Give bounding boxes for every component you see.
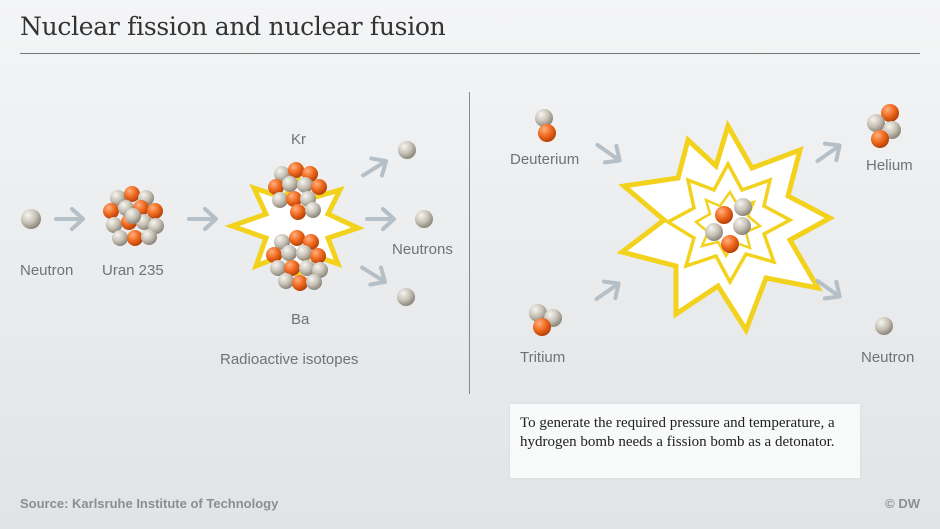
released-neutron — [397, 288, 415, 306]
title-rule — [20, 53, 920, 54]
neutrons-label: Neutrons — [392, 241, 453, 258]
neutron-label: Neutron — [20, 262, 74, 279]
page-title: Nuclear fission and nuclear fusion — [20, 12, 446, 41]
arrow-icon — [809, 135, 848, 172]
released-neutron — [875, 317, 893, 335]
helium-nucleus — [867, 104, 901, 148]
arrow-icon — [365, 207, 396, 231]
barium-label: Ba — [291, 311, 310, 328]
fusion-burst-mid-icon — [664, 160, 794, 286]
fusion-burst-outer-icon — [616, 119, 836, 336]
arrow-icon — [187, 207, 218, 231]
arrow-icon — [355, 150, 394, 186]
barium-nucleus — [266, 230, 328, 291]
helium-label: Helium — [866, 157, 913, 174]
krypton-nucleus — [268, 162, 327, 220]
tritium-nucleus — [529, 304, 562, 336]
info-note: To generate the required pressure and te… — [510, 404, 860, 478]
arrow-icon — [589, 134, 628, 171]
uranium-nucleus — [103, 186, 164, 246]
isotopes-label: Radioactive isotopes — [220, 351, 359, 368]
uranium-label: Uran 235 — [102, 262, 164, 279]
section-divider — [469, 92, 470, 394]
released-neutron — [398, 141, 416, 159]
incoming-neutron — [21, 209, 41, 229]
krypton-label: Kr — [291, 131, 306, 148]
released-neutron — [415, 210, 433, 228]
info-note-text: To generate the required pressure and te… — [520, 415, 835, 450]
arrow-icon — [54, 207, 85, 231]
copyright: © DW — [885, 496, 920, 511]
deuterium-nucleus — [535, 109, 556, 142]
neutron-out-label: Neutron — [861, 349, 915, 366]
arrow-icon — [588, 273, 627, 310]
tritium-label: Tritium — [520, 349, 566, 366]
source-credit: Source: Karlsruhe Institute of Technolog… — [20, 496, 279, 511]
deuterium-label: Deuterium — [510, 151, 580, 168]
fusing-nuclei — [705, 198, 752, 253]
arrow-icon — [354, 257, 393, 293]
